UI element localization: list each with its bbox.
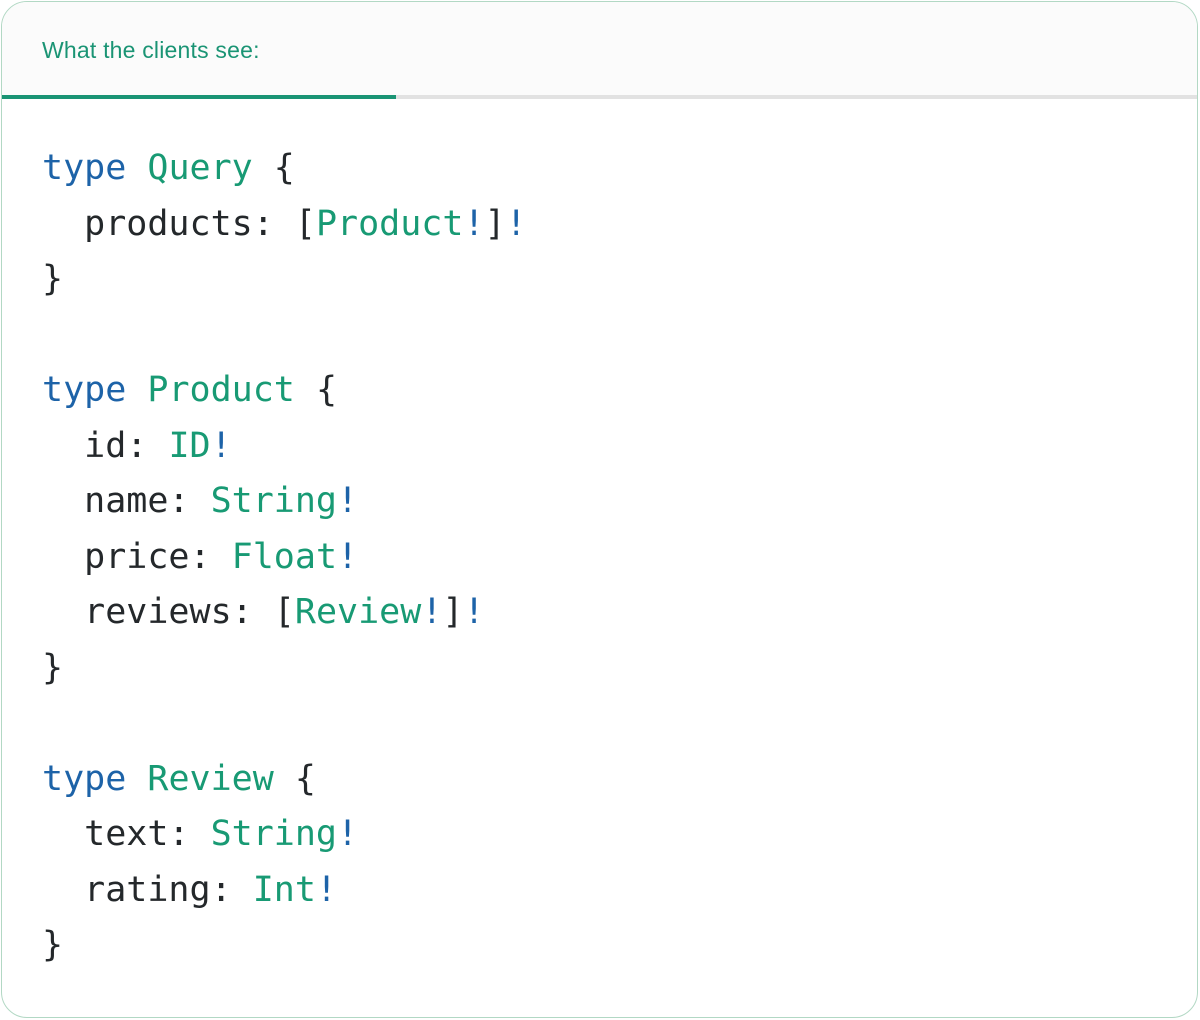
code-token-ty: Float (231, 536, 338, 577)
code-token-kw: ! (337, 536, 359, 577)
code-token-kw: ! (463, 592, 485, 632)
code-line: products: [Product!]! (42, 197, 1197, 253)
code-token-ty: Review (147, 758, 274, 799)
code-line: reviews: [Review!]! (42, 585, 1197, 641)
code-line: } (42, 641, 1197, 697)
code-token-kw: type (42, 370, 127, 410)
code-token-pl: } (42, 259, 64, 299)
code-line: text: String! (42, 807, 1197, 863)
code-token-kw: ! (463, 203, 485, 244)
code-token-ty: ID (168, 425, 211, 466)
code-token-pl: products: [ (42, 203, 316, 244)
code-token-ty: String (210, 814, 338, 854)
code-token-kw: ! (421, 592, 443, 632)
code-token-pl: ] (442, 592, 464, 632)
code-line: } (42, 252, 1197, 308)
code-token-pl (126, 148, 147, 188)
tab-bar: What the clients see: (2, 2, 1197, 99)
code-block: type Query { products: [Product!]!}type … (2, 141, 1197, 974)
code-token-pl: reviews: [ (42, 592, 295, 632)
code-line: id: ID! (42, 419, 1197, 475)
code-token-pl: name: (42, 481, 211, 521)
code-token-ty: Product (147, 370, 295, 410)
code-token-kw: type (42, 148, 127, 188)
code-token-ty: Product (315, 203, 464, 244)
tab-what-clients-see[interactable]: What the clients see: (2, 2, 396, 99)
code-token-pl: price: (42, 536, 232, 577)
code-token-ty: Int (252, 869, 316, 910)
code-token-kw: ! (210, 425, 232, 466)
code-line: name: String! (42, 474, 1197, 530)
code-token-kw: ! (505, 203, 527, 244)
code-line (42, 696, 1197, 752)
code-line: type Review { (42, 752, 1197, 808)
code-token-pl: { (294, 370, 338, 410)
code-token-pl: { (273, 758, 316, 799)
code-token-ty: String (210, 481, 338, 521)
code-line: type Query { (42, 141, 1197, 197)
code-token-kw: ! (315, 869, 338, 910)
tab-label: What the clients see: (42, 37, 260, 63)
code-token-pl: { (252, 148, 295, 188)
code-token-pl (126, 370, 147, 410)
code-token-pl: } (42, 925, 64, 965)
code-line: type Product { (42, 363, 1197, 419)
code-token-pl (126, 759, 147, 799)
code-token-kw: ! (337, 481, 359, 521)
code-token-pl: id: (42, 425, 169, 466)
code-line: rating: Int! (42, 863, 1197, 919)
code-token-kw: ! (337, 814, 359, 854)
code-token-pl: text: (42, 814, 211, 854)
code-line: } (42, 918, 1197, 974)
code-line: price: Float! (42, 530, 1197, 586)
code-token-pl: ] (484, 203, 506, 244)
code-token-pl: } (42, 647, 64, 688)
code-token-ty: Review (294, 592, 422, 632)
code-token-kw: type (42, 758, 127, 799)
code-token-ty: Query (147, 148, 253, 188)
code-line (42, 308, 1197, 364)
code-token-pl: rating: (42, 869, 253, 910)
